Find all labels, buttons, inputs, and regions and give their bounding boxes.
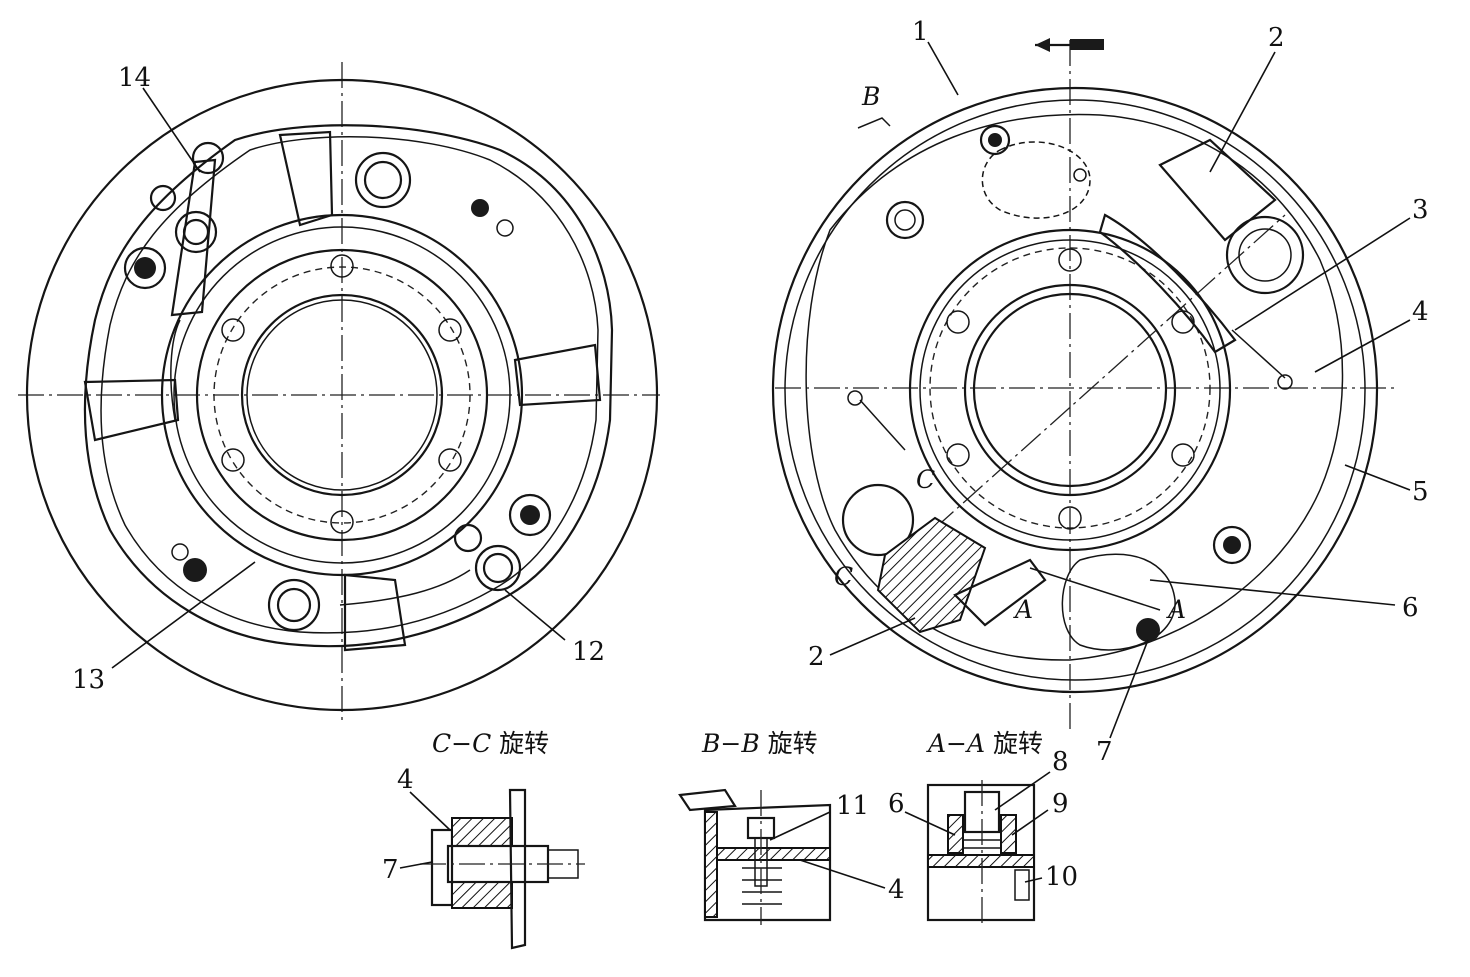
section-bb-title: B−B 旋转 xyxy=(701,729,818,758)
section-cc-title: C−C 旋转 xyxy=(432,729,549,758)
right-centerlines xyxy=(775,40,1395,730)
callout-13: 13 xyxy=(72,665,105,695)
section-aa-callout-9: 9 xyxy=(1052,789,1069,819)
section-bb-callout-11: 11 xyxy=(836,791,869,821)
section-cc: C−C 旋转 4 7 xyxy=(382,729,585,950)
section-aa-callout-8: 8 xyxy=(1052,747,1069,777)
view-mark-c-top: C xyxy=(916,465,935,494)
left-view: 14 13 12 xyxy=(18,62,660,725)
section-aa-callout-6: 6 xyxy=(888,789,905,819)
left-hub xyxy=(160,213,524,577)
callout-1: 1 xyxy=(912,17,929,47)
view-mark-c-bottom: C xyxy=(834,562,853,591)
left-pipe xyxy=(170,141,471,606)
section-cc-callout-7: 7 xyxy=(382,855,399,885)
callout-5: 5 xyxy=(1412,477,1429,507)
callout-14: 14 xyxy=(118,63,151,93)
right-outer-disc xyxy=(771,86,1379,694)
right-cylinders xyxy=(841,138,1305,651)
left-callouts: 14 13 12 xyxy=(72,63,605,695)
left-outer-disc xyxy=(25,78,659,712)
right-callouts: 1 2 3 4 5 6 2 7 xyxy=(808,17,1429,767)
section-aa-title: A−A 旋转 xyxy=(926,729,1043,758)
right-view-marks: B C C A A xyxy=(834,82,1186,624)
section-cc-callout-4: 4 xyxy=(397,765,414,795)
right-springs xyxy=(859,329,1286,611)
view-mark-a-left: A xyxy=(1013,595,1033,624)
callout-12: 12 xyxy=(572,637,605,667)
callout-3: 3 xyxy=(1412,195,1429,225)
right-direction-arrow xyxy=(1035,38,1104,52)
right-bolts xyxy=(847,124,1293,642)
section-bb-callout-4: 4 xyxy=(888,875,905,905)
left-centerlines xyxy=(18,62,660,725)
section-bb: B−B 旋转 11 4 xyxy=(678,729,905,925)
callout-4: 4 xyxy=(1412,297,1429,327)
callout-7: 7 xyxy=(1096,737,1113,767)
left-bolts xyxy=(123,151,552,632)
section-aa: A−A 旋转 8 6 9 10 xyxy=(888,729,1078,925)
callout-2-bottom: 2 xyxy=(808,642,825,672)
right-hub xyxy=(908,228,1232,552)
right-view: 1 2 3 4 5 6 2 7 B C C A A xyxy=(771,17,1429,767)
view-mark-a-right: A xyxy=(1166,595,1186,624)
callout-2-top: 2 xyxy=(1268,23,1285,53)
view-mark-b: B xyxy=(861,82,880,111)
left-brake-shoes xyxy=(83,130,602,652)
section-aa-callout-10: 10 xyxy=(1045,862,1078,892)
callout-6: 6 xyxy=(1402,593,1419,623)
